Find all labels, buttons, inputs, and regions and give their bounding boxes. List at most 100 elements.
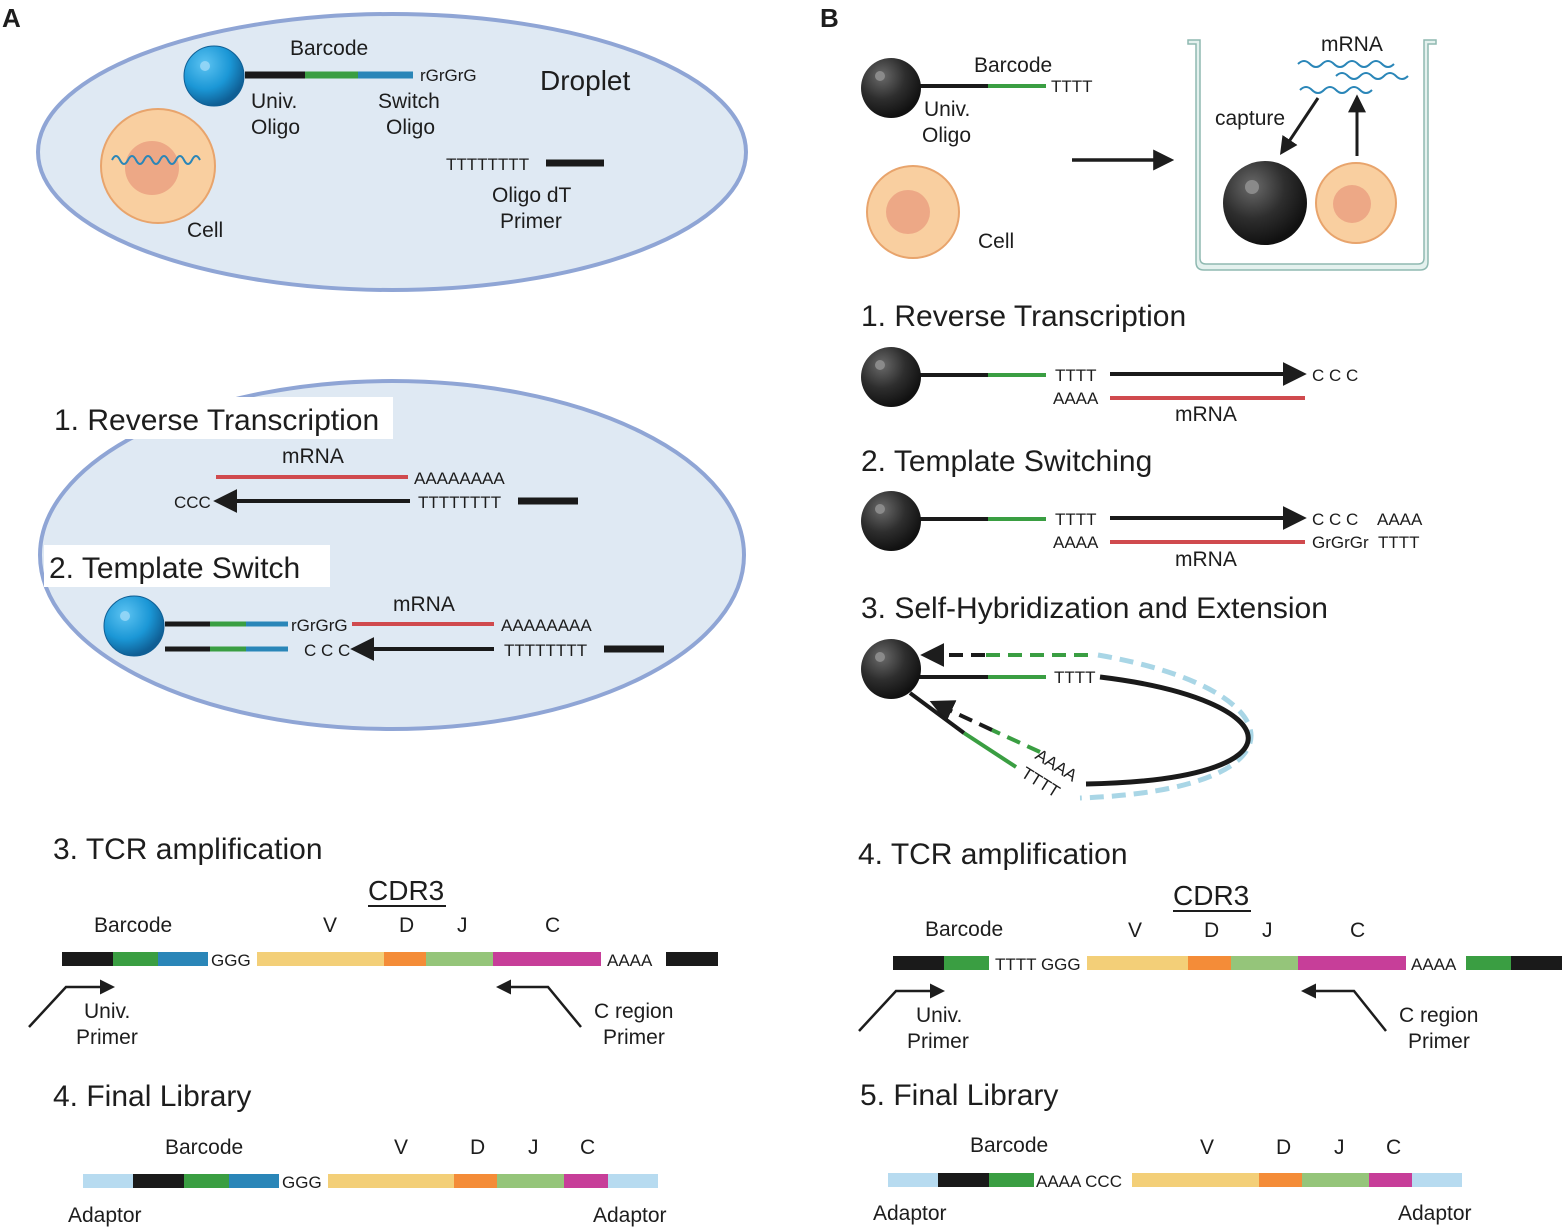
a-step4-v: V <box>394 1136 408 1159</box>
b-step4: 4. TCR amplification CDR3 Barcode V D J … <box>858 838 1562 1053</box>
switch-oligo-label: Switch <box>378 90 440 113</box>
dark-bead <box>861 58 921 118</box>
b-step5-aaaaccc: AAAA CCC <box>1036 1172 1122 1191</box>
b-step1-tttt: TTTT <box>1055 366 1097 385</box>
b-step2-title: 2. Template Switching <box>861 445 1152 478</box>
a-step1-mrna: mRNA <box>282 445 344 468</box>
a-step3-title: 3. TCR amplification <box>53 833 323 866</box>
polyt-label: TTTTTTTT <box>446 155 529 174</box>
rgrgrg-label: rGrGrG <box>420 66 477 85</box>
b-step4-v: V <box>1128 919 1142 942</box>
b-step4-barcode: Barcode <box>925 918 1003 941</box>
b-top-tttt: TTTT <box>1051 77 1093 96</box>
a-step4-c: C <box>580 1136 595 1159</box>
a-step4-title: 4. Final Library <box>53 1080 251 1113</box>
a-step3-d: D <box>399 914 414 937</box>
b-cell-icon <box>866 165 960 259</box>
b-step5-barcode: Barcode <box>970 1134 1048 1157</box>
b-step4-ttttggg: TTTT GGG <box>995 955 1081 974</box>
a-step1-polyt: TTTTTTTT <box>418 493 501 512</box>
a-step1-ccc: CCC <box>174 493 211 512</box>
b-step5-d: D <box>1276 1136 1291 1159</box>
b-step4-aaaa: AAAA <box>1411 955 1457 974</box>
a-step4: 4. Final Library Barcode V D J C GGG Ada… <box>53 1080 667 1227</box>
a-step3-barcode: Barcode <box>94 914 172 937</box>
b-step4-cregion: C region <box>1399 1004 1478 1027</box>
a-step3-cregion: C region <box>594 1000 673 1023</box>
b-step5-v: V <box>1200 1136 1214 1159</box>
cell-label: Cell <box>187 219 223 242</box>
a-step3: 3. TCR amplification CDR3 Barcode V D J … <box>28 833 718 1049</box>
a-step2-rgrgrg: rGrGrG <box>291 616 348 635</box>
b-top-mrna: mRNA <box>1321 33 1383 56</box>
a-step3-v: V <box>323 914 337 937</box>
a-step1-polya: AAAAAAAA <box>414 469 505 488</box>
b-step5-adaptor-left: Adaptor <box>873 1202 947 1225</box>
droplet-bottom: 1. Reverse Transcription mRNA AAAAAAAA C… <box>38 379 746 731</box>
oligo-dt-label: Oligo dT <box>492 184 572 207</box>
cell-icon <box>100 108 216 224</box>
a-step3-univ-2: Primer <box>76 1026 138 1049</box>
droplet-label: Droplet <box>540 65 630 96</box>
a-step2-mrna: mRNA <box>393 593 455 616</box>
b-step1-mrna: mRNA <box>1175 403 1237 426</box>
a-step3-cregion-2: Primer <box>603 1026 665 1049</box>
b-step3: 3. Self-Hybridization and Extension TTTT… <box>861 592 1328 801</box>
univ-oligo-label: Univ. <box>251 90 297 113</box>
b-step2-aaaa: AAAA <box>1053 533 1099 552</box>
b-step5-j: J <box>1334 1136 1345 1159</box>
b-step4-j: J <box>1262 919 1273 942</box>
a-step4-d: D <box>470 1136 485 1159</box>
a-step2-polyt: TTTTTTTT <box>504 641 587 660</box>
b-step4-d: D <box>1204 919 1219 942</box>
a-step3-univ: Univ. <box>84 1000 130 1023</box>
b-step5-c: C <box>1386 1136 1401 1159</box>
b-step2-grgrgr: GrGrGr <box>1312 533 1369 552</box>
b-top-capture: capture <box>1215 107 1285 130</box>
b-top-univ-2: Oligo <box>922 124 971 147</box>
switch-oligo-label-2: Oligo <box>386 116 435 139</box>
bead-step2 <box>103 595 165 657</box>
a-step3-aaaa: AAAA <box>607 951 653 970</box>
b-step4-title: 4. TCR amplification <box>858 838 1128 871</box>
b-step1: 1. Reverse Transcription TTTT C C C AAAA… <box>861 300 1358 426</box>
b-step4-cregion-2: Primer <box>1408 1030 1470 1053</box>
b-step1-aaaa: AAAA <box>1053 389 1099 408</box>
a-step2-title: 2. Template Switch <box>49 552 300 585</box>
univ-oligo-label-2: Oligo <box>251 116 300 139</box>
b-top-univ: Univ. <box>924 98 970 121</box>
b-step4-univ: Univ. <box>916 1004 962 1027</box>
a-step3-j: J <box>457 914 468 937</box>
b-top-barcode: Barcode <box>974 54 1052 77</box>
a-step3-cdr3: CDR3 <box>368 875 444 906</box>
b-step4-univ-2: Primer <box>907 1030 969 1053</box>
a-step4-adaptor-right: Adaptor <box>593 1204 667 1227</box>
b-top-cell: Cell <box>978 230 1014 253</box>
b-step3-title: 3. Self-Hybridization and Extension <box>861 592 1328 625</box>
barcode-label: Barcode <box>290 37 368 60</box>
a-step4-j: J <box>528 1136 539 1159</box>
a-step2-ccc: C C C <box>304 641 350 660</box>
b-well-bead <box>1223 161 1307 245</box>
a-step2-polya: AAAAAAAA <box>501 616 592 635</box>
b-top: Barcode TTTT Univ. Oligo Cell mRNA captu… <box>861 33 1437 271</box>
b-step2-tttt: TTTT <box>1055 510 1097 529</box>
b-step5-title: 5. Final Library <box>860 1079 1058 1112</box>
b-step1-ccc: C C C <box>1312 366 1358 385</box>
b-step5-adaptor-right: Adaptor <box>1398 1202 1472 1225</box>
oligo-dt-label-2: Primer <box>500 210 562 233</box>
b-step2-mrna: mRNA <box>1175 548 1237 571</box>
a-step1-title: 1. Reverse Transcription <box>54 404 379 437</box>
a-step4-adaptor-left: Adaptor <box>68 1204 142 1227</box>
barcode-bead <box>183 45 245 107</box>
b-step4-c: C <box>1350 919 1365 942</box>
a-step3-ggg: GGG <box>211 951 251 970</box>
b-step3-tttt: TTTT <box>1054 668 1096 687</box>
a-step4-ggg: GGG <box>282 1173 322 1192</box>
panel-a-letter: A <box>2 3 21 33</box>
b-step4-cdr3: CDR3 <box>1173 880 1249 911</box>
panel-b-letter: B <box>820 3 839 33</box>
b-step1-title: 1. Reverse Transcription <box>861 300 1186 333</box>
b-step2-aaaa2: AAAA <box>1377 510 1423 529</box>
